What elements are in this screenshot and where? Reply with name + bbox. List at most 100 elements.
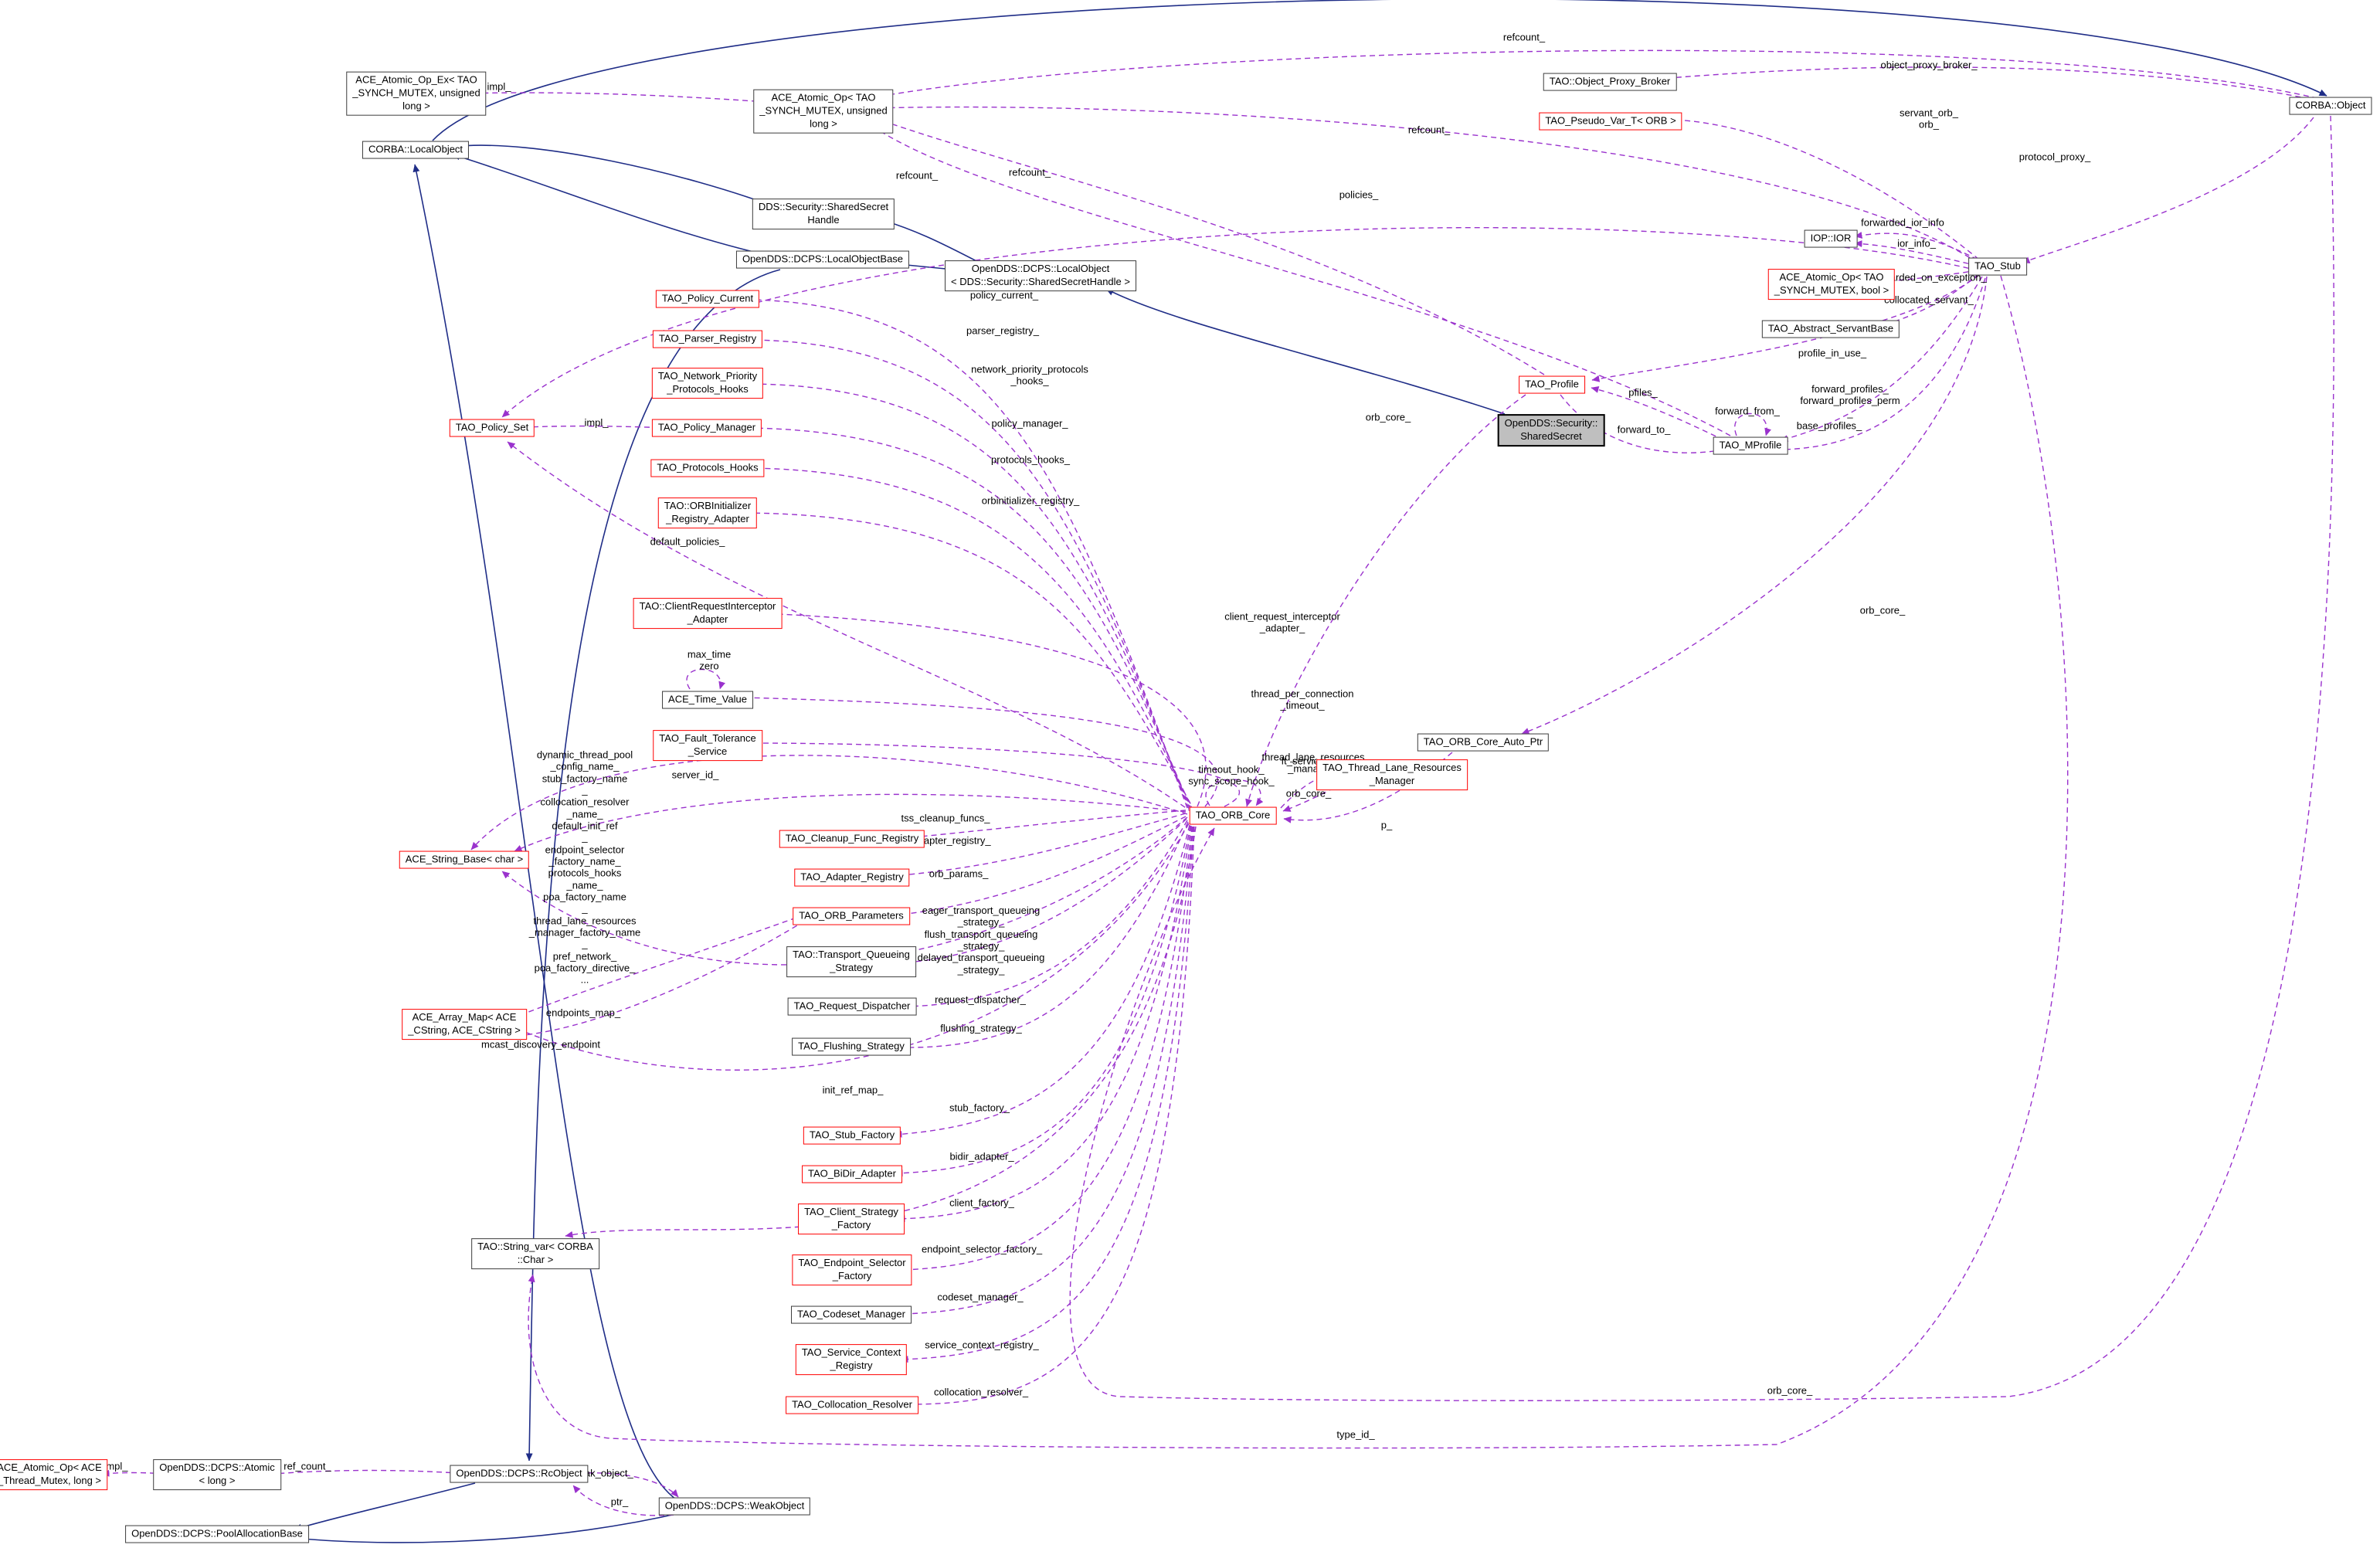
edge-label-thread-per-connection: thread_per_connection_timeout_	[1251, 687, 1354, 711]
edge-label-refcount-: refcount_	[1008, 166, 1051, 178]
edge-label-endpoints-map-: endpoints_map_	[545, 1007, 621, 1019]
edge-label-pfiles-: pfiles_	[1628, 386, 1658, 399]
node-dcps_atomic_long[interactable]: OpenDDS::DCPS::Atomic< long >	[153, 1459, 281, 1490]
node-endpoint_selector[interactable]: TAO_Endpoint_Selector_Factory	[792, 1254, 912, 1285]
edge-label-adapter-registry-: adapter_registry_	[912, 834, 991, 847]
node-policy_manager[interactable]: TAO_Policy_Manager	[651, 419, 762, 437]
node-atomic_bool[interactable]: ACE_Atomic_Op< TAO_SYNCH_MUTEX, bool >	[1767, 269, 1896, 300]
node-orb_core[interactable]: TAO_ORB_Core	[1189, 806, 1277, 825]
edge-label-codeset-manager-: codeset_manager_	[937, 1291, 1024, 1303]
node-atomic_thread_long[interactable]: ACE_Atomic_Op< ACE_Thread_Mutex, long >	[0, 1459, 108, 1490]
edge-label-forward-from-: forward_from_	[1715, 405, 1780, 417]
node-adapter_registry[interactable]: TAO_Adapter_Registry	[794, 868, 910, 887]
edge-label-orb-params-: orb_params_	[929, 867, 989, 880]
edge-label-orb-core-: orb_core_	[1859, 604, 1906, 616]
node-atomic_ulong[interactable]: ACE_Atomic_Op< TAO_SYNCH_MUTEX, unsigned…	[753, 89, 894, 134]
node-orb_parameters[interactable]: TAO_ORB_Parameters	[793, 907, 910, 925]
node-parser_registry[interactable]: TAO_Parser_Registry	[652, 330, 763, 348]
node-tao_mprofile[interactable]: TAO_MProfile	[1713, 436, 1788, 455]
edge-label-collocated-servant-: collocated_servant_	[1884, 294, 1974, 306]
edge-label-endpoint-selector-factory-: endpoint_selector_factory_	[921, 1243, 1043, 1255]
edge-label-refcount-: refcount_	[895, 169, 939, 182]
node-ace_string_base[interactable]: ACE_String_Base< char >	[399, 850, 530, 869]
node-service_context[interactable]: TAO_Service_Context_Registry	[795, 1344, 908, 1375]
edge-label-refcount-: refcount_	[1502, 31, 1546, 43]
edge-label-policies-: policies_	[1339, 188, 1379, 201]
edge-label-forwarded-ior-info: forwarded_ior_info	[1861, 216, 1944, 229]
node-client_req_interceptor[interactable]: TAO::ClientRequestInterceptor_Adapter	[633, 598, 783, 629]
edge-label-forward-profiles-: forward_profiles_forward_profiles_perm_	[1800, 383, 1900, 419]
node-abstract_servant[interactable]: TAO_Abstract_ServantBase	[1761, 320, 1900, 338]
node-iop_ior[interactable]: IOP::IOR	[1804, 229, 1858, 248]
node-request_dispatcher[interactable]: TAO_Request_Dispatcher	[787, 997, 917, 1016]
edge-label-stub-factory-: stub_factory_	[949, 1102, 1010, 1114]
edge-label-init-ref-map-: init_ref_map_	[822, 1084, 884, 1096]
edge-label-orb-core-: orb_core_	[1767, 1384, 1813, 1397]
edge-label-timeout-hook-: timeout_hook_sync_scope_hook_	[1188, 763, 1275, 787]
edge-label-impl-: impl_	[584, 416, 609, 429]
node-ace_time_value[interactable]: ACE_Time_Value	[662, 691, 753, 709]
node-collocation_resolver[interactable]: TAO_Collocation_Resolver	[786, 1396, 918, 1414]
edge-label-servant-orb-: servant_orb_orb_	[1900, 107, 1958, 131]
node-network_priority[interactable]: TAO_Network_Priority_Protocols_Hooks	[651, 368, 764, 399]
node-corba_object[interactable]: CORBA::Object	[2289, 97, 2372, 115]
edge-label-orb-core-: orb_core_	[1365, 411, 1411, 423]
node-flushing_strategy[interactable]: TAO_Flushing_Strategy	[792, 1037, 911, 1056]
node-poolallocationbase[interactable]: OpenDDS::DCPS::PoolAllocationBase	[125, 1525, 309, 1543]
edge-label-profile-in-use-: profile_in_use_	[1798, 347, 1867, 359]
node-cleanup_func[interactable]: TAO_Cleanup_Func_Registry	[779, 830, 925, 848]
node-codeset_manager[interactable]: TAO_Codeset_Manager	[791, 1305, 912, 1324]
node-protocols_hooks[interactable]: TAO_Protocols_Hooks	[650, 459, 765, 477]
edge-label-service-context-registry-: service_context_registry_	[925, 1339, 1039, 1351]
node-object_proxy_broker[interactable]: TAO::Object_Proxy_Broker	[1543, 73, 1677, 91]
node-client_strategy[interactable]: TAO_Client_Strategy_Factory	[798, 1203, 905, 1234]
edge-label-ior-info-: ior_info_	[1897, 237, 1936, 250]
node-orbinitializer[interactable]: TAO::ORBInitializer_Registry_Adapter	[657, 497, 758, 528]
edge-label-ref-count-: ref_count_	[283, 1460, 331, 1472]
node-fault_tolerance[interactable]: TAO_Fault_Tolerance_Service	[653, 730, 762, 761]
node-corba_localobject[interactable]: CORBA::LocalObject	[362, 141, 470, 159]
edge-label-impl-: impl_	[487, 80, 511, 93]
edge-label-policy-current-: policy_current_	[969, 289, 1039, 301]
node-localobject_tpl[interactable]: OpenDDS::DCPS::LocalObject< DDS::Securit…	[945, 260, 1136, 291]
edge-label-policy-manager-: policy_manager_	[991, 417, 1068, 429]
edge-label-client-factory-: client_factory_	[949, 1197, 1014, 1209]
edge-label-impl-: impl_	[104, 1460, 128, 1472]
edge-label-forwarded-on-exception-: forwarded_on_exception_	[1871, 271, 1987, 283]
node-rcobject[interactable]: OpenDDS::DCPS::RcObject	[450, 1465, 589, 1483]
node-tao_stub[interactable]: TAO_Stub	[1968, 257, 2027, 276]
node-orb_core_auto_ptr[interactable]: TAO_ORB_Core_Auto_Ptr	[1417, 733, 1550, 752]
edge-label-orbinitializer-registry-: orbinitializer_registry_	[981, 494, 1080, 507]
edge-label-dynamic-thread-pool: dynamic_thread_pool_config_name_stub_fac…	[528, 749, 641, 986]
edge-label-eager-transport-queueing: eager_transport_queueing_strategy_flush_…	[917, 905, 1045, 976]
edge-label-type-id-: type_id_	[1336, 1428, 1375, 1441]
edge-label-mcast-discovery-endpoint: mcast_discovery_endpoint	[481, 1038, 600, 1051]
node-shared_secret[interactable]: OpenDDS::Security::SharedSecret	[1497, 414, 1605, 446]
node-ace_atomic_op_ex[interactable]: ACE_Atomic_Op_Ex< TAO_SYNCH_MUTEX, unsig…	[346, 71, 487, 116]
node-weakobject[interactable]: OpenDDS::DCPS::WeakObject	[658, 1497, 811, 1516]
edge-label-base-profiles-: base_profiles_	[1796, 419, 1862, 432]
node-stub_factory[interactable]: TAO_Stub_Factory	[803, 1126, 901, 1145]
edge-label-bidir-adapter-: bidir_adapter_	[949, 1150, 1014, 1163]
edge-label-object-proxy-broker-: object_proxy_broker_	[1880, 59, 1978, 71]
edge-label-forward-to-: forward_to_	[1617, 423, 1671, 436]
node-ace_array_map[interactable]: ACE_Array_Map< ACE_CString, ACE_CString …	[402, 1009, 527, 1040]
node-policy_current[interactable]: TAO_Policy_Current	[655, 290, 760, 308]
edge-label-tss-cleanup-funcs-: tss_cleanup_funcs_	[901, 812, 990, 824]
edge-label-protocol-proxy-: protocol_proxy_	[2018, 151, 2091, 163]
node-bidir_adapter[interactable]: TAO_BiDir_Adapter	[802, 1165, 902, 1183]
node-thread_lane_mgr[interactable]: TAO_Thread_Lane_Resources_Manager	[1316, 759, 1468, 790]
node-localobjectbase[interactable]: OpenDDS::DCPS::LocalObjectBase	[735, 250, 910, 269]
node-transport_queueing[interactable]: TAO::Transport_Queueing_Strategy	[786, 946, 916, 977]
edge-label-parser-registry-: parser_registry_	[966, 324, 1039, 337]
edge-label-collocation-resolver-: collocation_resolver_	[933, 1386, 1029, 1398]
edge-label-flushing-strategy-: flushing_strategy_	[940, 1022, 1022, 1034]
node-pseudo_var[interactable]: TAO_Pseudo_Var_T< ORB >	[1539, 112, 1682, 131]
edge-label-network-priority-protocols: network_priority_protocols_hooks_	[971, 363, 1088, 387]
node-string_var[interactable]: TAO::String_var< CORBA::Char >	[471, 1238, 599, 1269]
node-policy_set[interactable]: TAO_Policy_Set	[449, 419, 535, 437]
node-tao_profile[interactable]: TAO_Profile	[1519, 375, 1585, 394]
